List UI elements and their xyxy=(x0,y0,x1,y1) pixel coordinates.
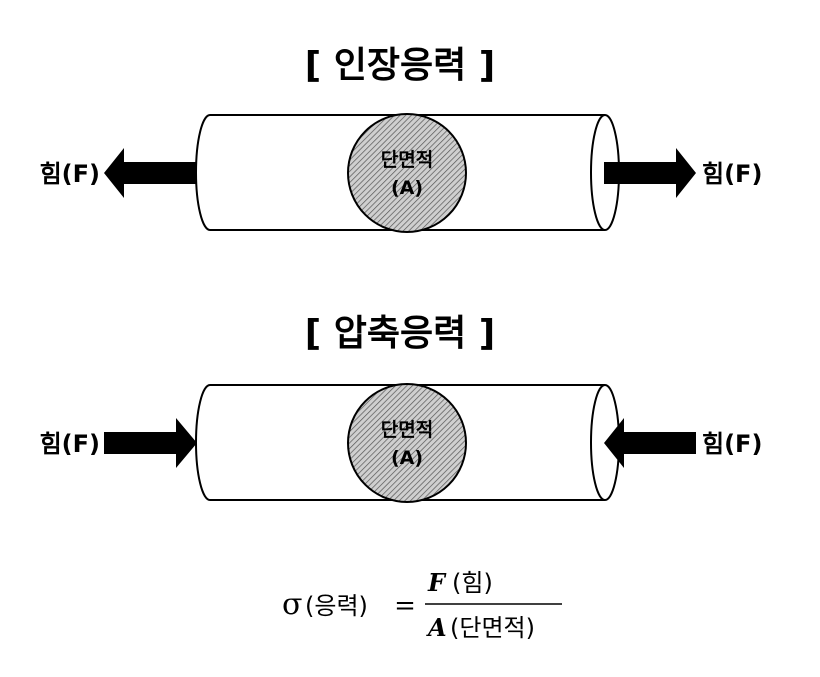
compression-cross-section xyxy=(347,383,467,503)
tension-title: [ 인장응력 ] xyxy=(305,45,495,86)
formula-numerator-label: (힘) xyxy=(452,569,493,597)
formula-denominator-symbol: A xyxy=(426,613,447,642)
tension-area-label: 단면적 xyxy=(381,149,433,171)
formula-equals: = xyxy=(394,591,416,621)
compression-area-symbol: (A) xyxy=(391,447,423,469)
tension-left-arrow-icon xyxy=(104,148,197,198)
formula-sigma: σ xyxy=(282,587,302,622)
tension-cross-section xyxy=(347,113,467,233)
tension-section: [ 인장응력 ] 단면적 (A) 힘(F) 힘(F) xyxy=(40,45,762,233)
formula-denominator-label: (단면적) xyxy=(450,614,535,642)
compression-force-left: 힘(F) xyxy=(40,430,100,458)
tension-force-right: 힘(F) xyxy=(702,160,762,188)
compression-right-arrow-icon xyxy=(604,418,696,468)
compression-force-right: 힘(F) xyxy=(702,430,762,458)
tension-area-symbol: (A) xyxy=(391,177,423,199)
tension-right-arrow-icon xyxy=(604,148,696,198)
stress-formula: σ (응력) = F (힘) A (단면적) xyxy=(282,568,562,642)
compression-left-arrow-icon xyxy=(104,418,197,468)
formula-sigma-label: (응력) xyxy=(305,592,368,620)
compression-area-label: 단면적 xyxy=(381,419,433,441)
tension-force-left: 힘(F) xyxy=(40,160,100,188)
compression-section: [ 압축응력 ] 단면적 (A) 힘(F) 힘(F) xyxy=(40,313,762,503)
compression-title: [ 압축응력 ] xyxy=(305,313,495,354)
formula-numerator-symbol: F xyxy=(427,568,447,597)
